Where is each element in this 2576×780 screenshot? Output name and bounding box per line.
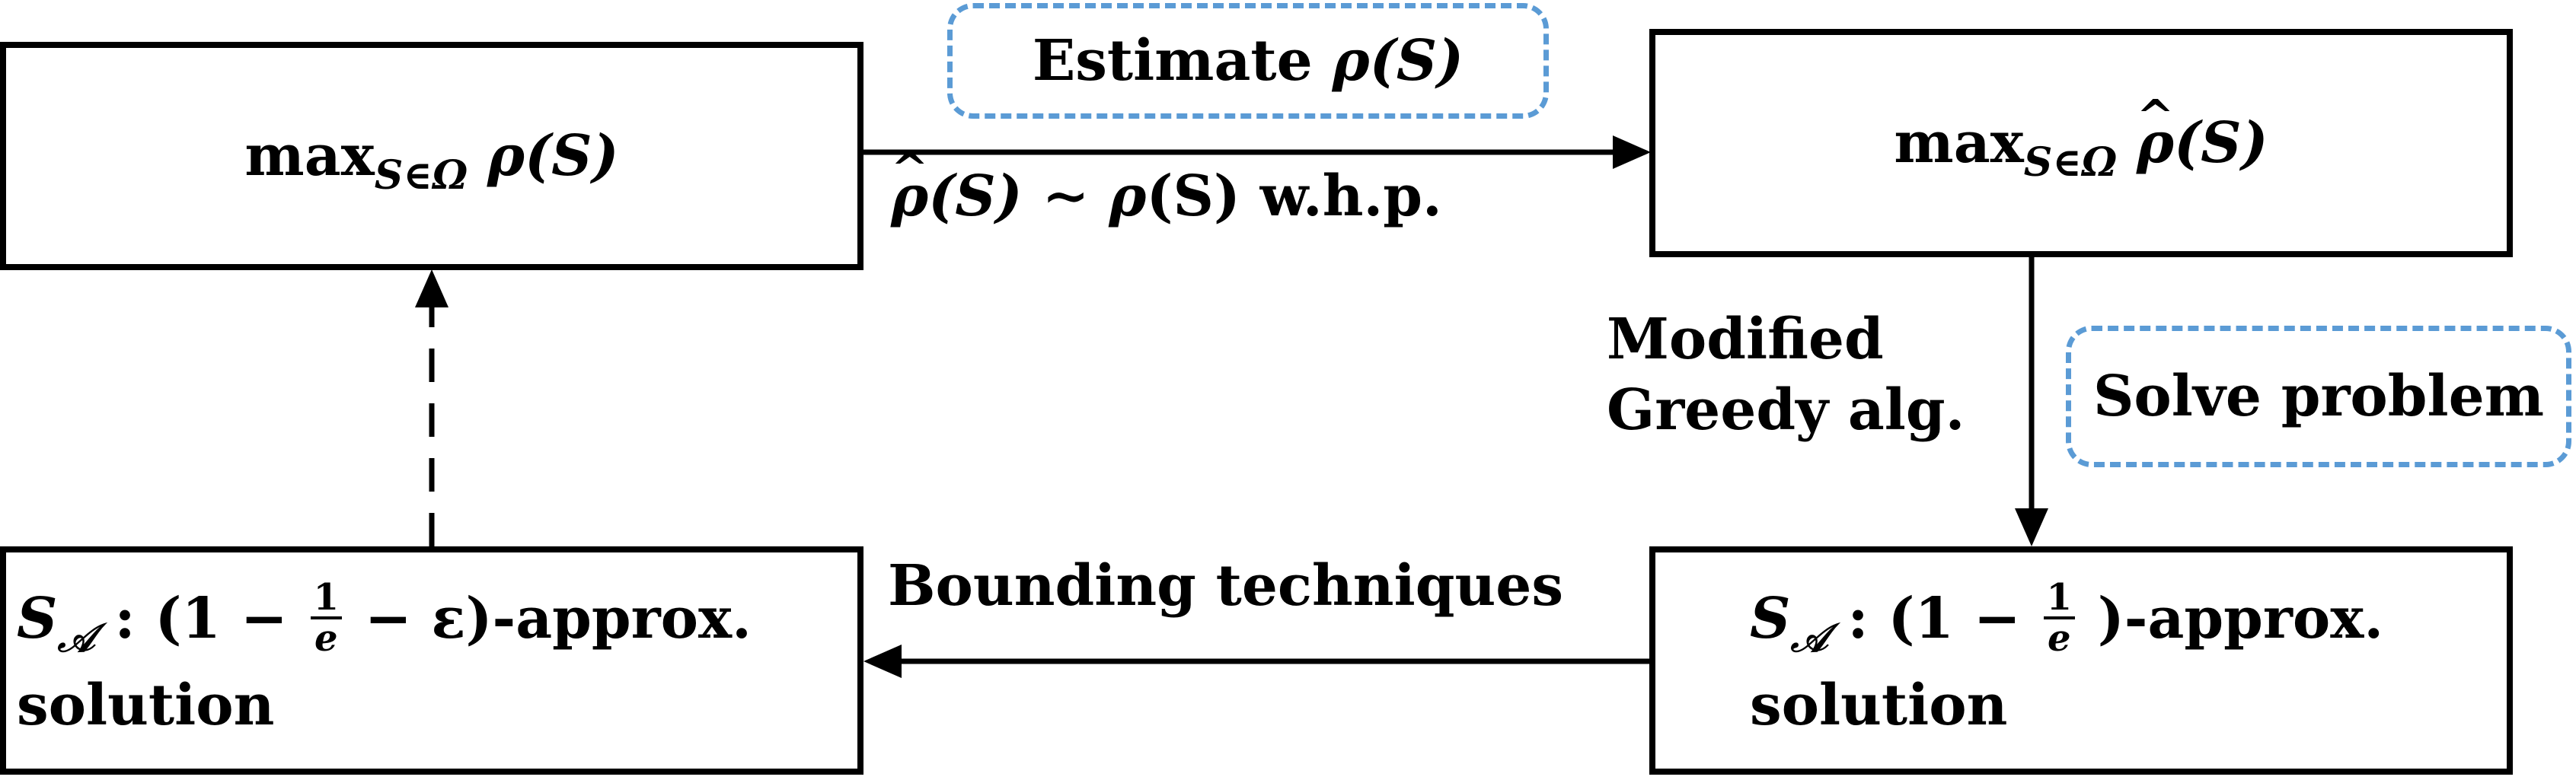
estimate-dashed-box: Estimate ρ(S): [947, 3, 1549, 119]
op-max: max: [1894, 110, 2024, 176]
fraction-num: 1: [310, 578, 342, 619]
note-post-arg: (S) w.h.p.: [1146, 164, 1442, 229]
set-var: S: [17, 585, 58, 651]
solution-approx-eps-content: S𝒜 : (1 − 1 e − ε)-approx. solution: [6, 578, 857, 739]
solution-label: solution: [1750, 673, 2008, 739]
expr-post: )-approx.: [465, 585, 752, 651]
objective-estimated-expr: maxS∈Ω ρ(S): [1894, 115, 2268, 183]
colon: :: [1847, 585, 1869, 651]
fraction: 1 e: [2043, 578, 2075, 660]
solution-approx-content: S𝒜 : (1 − 1 e )-approx. solution: [1739, 578, 2507, 739]
arrow-dashed-feedback: [415, 269, 448, 546]
set-var-sub: 𝒜: [1790, 614, 1828, 661]
modified-greedy-line1: Modified: [1607, 307, 1884, 372]
solve-problem-dashed-box: Solve problem: [2066, 326, 2571, 467]
rho-hat-arg: (S): [2174, 110, 2268, 176]
estimate-label-text: Estimate: [1032, 28, 1313, 94]
rho-hat-symbol: ρ: [2137, 115, 2174, 171]
rho-hat-symbol: ρ: [891, 163, 928, 231]
node-objective-estimated: maxS∈Ω ρ(S): [1649, 29, 2513, 257]
node-objective-original: maxS∈Ω ρ(S): [0, 42, 863, 270]
solution-approx-eps-expr: S𝒜 : (1 − 1 e − ε)-approx.: [17, 578, 752, 663]
solution-label: solution: [17, 673, 275, 739]
expr-mid: − ε: [364, 585, 466, 651]
modified-greedy-line2: Greedy alg.: [1607, 377, 1965, 443]
expr-pre: (1 −: [155, 585, 288, 651]
op-subscript: S∈Ω: [374, 152, 468, 199]
fraction-den: e: [314, 617, 338, 660]
arrow-modified-greedy: [2015, 257, 2048, 546]
op-subscript: S∈Ω: [2023, 139, 2118, 186]
rho-arg: (S): [525, 123, 619, 189]
fraction: 1 e: [310, 578, 342, 660]
rho-symbol: ρ: [1332, 28, 1370, 94]
rho-symbol: ρ: [1109, 164, 1147, 229]
expr-pre: (1 −: [1888, 585, 2021, 651]
set-var: S: [1750, 585, 1791, 651]
estimate-label: Estimate ρ(S): [1033, 33, 1464, 89]
solution-approx-expr: S𝒜 : (1 − 1 e )-approx.: [1750, 578, 2384, 663]
set-var-sub: 𝒜: [57, 614, 95, 661]
colon: :: [114, 585, 136, 651]
node-solution-approx: S𝒜 : (1 − 1 e )-approx. solution: [1649, 546, 2513, 775]
note-pre-arg: (S) ∼: [928, 164, 1090, 229]
expr-post: )-approx.: [2097, 585, 2384, 651]
estimate-approx-note: ρ(S) ∼ ρ(S) w.h.p.: [891, 163, 1442, 231]
rho-arg: (S): [1369, 28, 1464, 94]
op-max: max: [244, 123, 375, 189]
arrow-bounding: [863, 645, 1652, 678]
fraction-num: 1: [2043, 578, 2075, 619]
rho-symbol: ρ: [487, 123, 525, 189]
node-solution-approx-eps: S𝒜 : (1 − 1 e − ε)-approx. solution: [0, 546, 863, 775]
solve-problem-label: Solve problem: [2092, 363, 2545, 429]
arrow-estimate: [862, 135, 1651, 169]
fraction-den: e: [2047, 617, 2071, 660]
modified-greedy-label: Modified Greedy alg.: [1607, 304, 1965, 445]
bounding-techniques-label: Bounding techniques: [888, 553, 1563, 619]
objective-original-expr: maxS∈Ω ρ(S): [244, 128, 618, 196]
